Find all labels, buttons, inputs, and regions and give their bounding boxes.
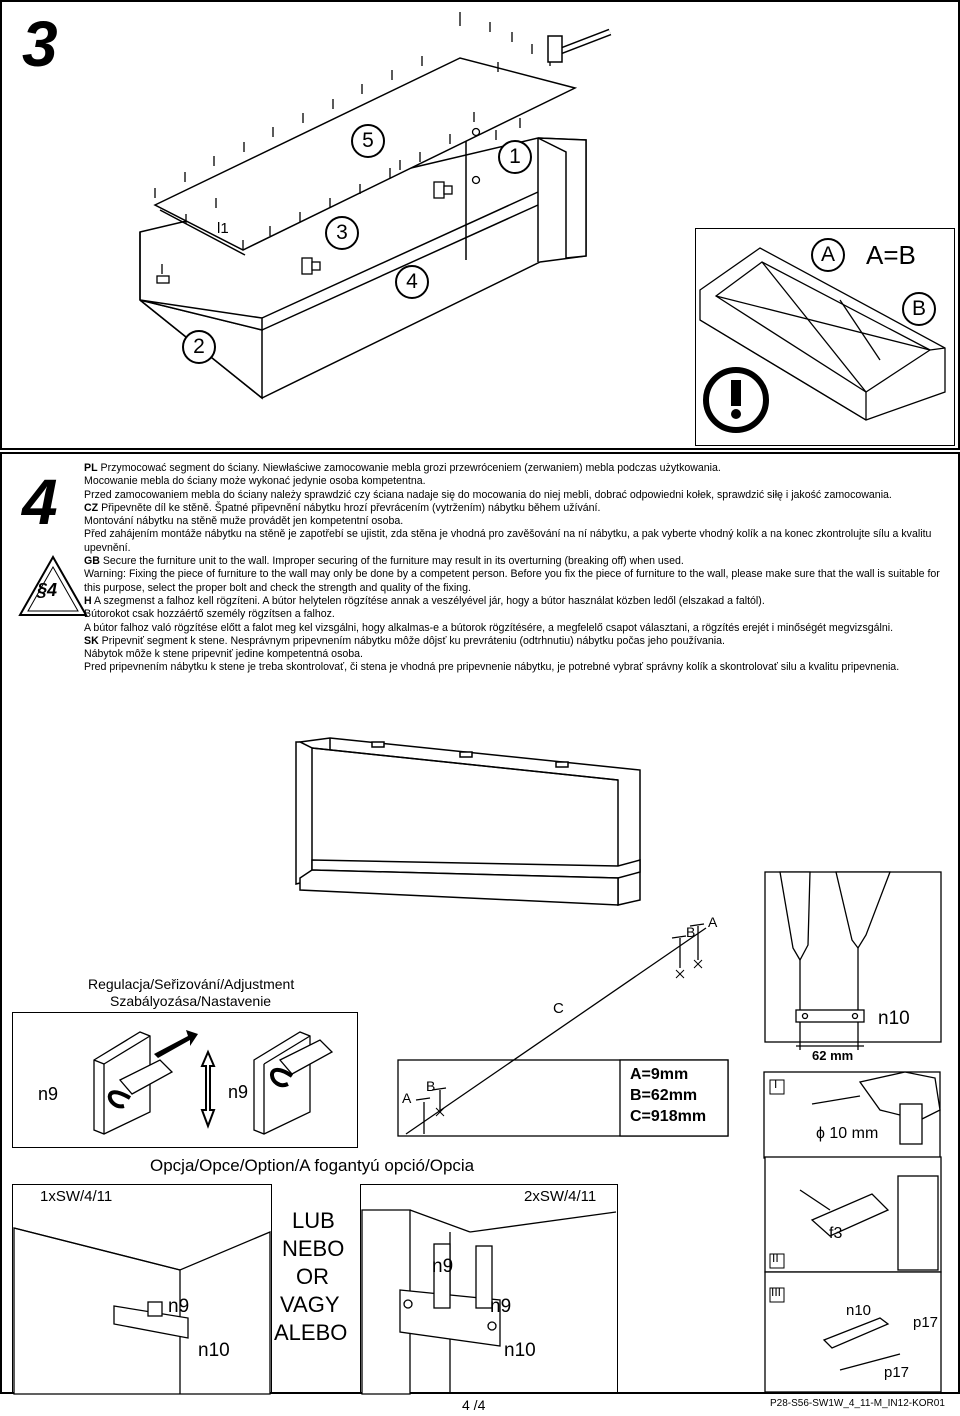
dim-label-b-bottom: B	[426, 1078, 436, 1094]
instructions-block: PL Przymocować segment do ściany. Niewła…	[84, 462, 944, 675]
dim-label-a-top: A	[708, 914, 718, 930]
text-pl-3: Przed zamocowaniem mebla do ściany należ…	[84, 488, 892, 501]
inset-label-a: A	[811, 238, 845, 272]
label-n10-wall: n10	[878, 1008, 910, 1029]
part-label-l1: l1	[217, 220, 229, 237]
or-word-4: VAGY	[280, 1292, 340, 1317]
warning-triangle-icon	[18, 554, 88, 616]
text-sk-1: Pripevniť segment k stene. Nesprávnym pr…	[101, 634, 725, 647]
inset-label-b: B	[902, 292, 936, 326]
text-sk-3: Pred pripevnením nábytku k stene je treb…	[84, 661, 900, 674]
step4-badge: §4	[37, 580, 58, 600]
step-roman-2: II	[772, 1251, 779, 1265]
dim-label-b-top: B	[686, 924, 696, 940]
label-n9-adjust-b: n9	[228, 1082, 249, 1102]
text-pl-1: Przymocować segment do ściany. Niewłaści…	[100, 462, 721, 474]
lang-h: H	[84, 594, 92, 607]
label-n9-opt-right-a: n9	[432, 1256, 454, 1277]
text-h-2: Bútorokot csak hozzáértő személy rögzíts…	[84, 608, 335, 621]
label-f3: f3	[829, 1225, 843, 1242]
dim-values-2: B=62mm	[630, 1087, 698, 1104]
or-word-1: LUB	[292, 1208, 335, 1233]
dim-label-a-bottom: A	[402, 1090, 412, 1106]
label-n9-opt-right-b: n9	[490, 1296, 512, 1317]
diagonal-check-inset	[695, 228, 955, 446]
adjustment-title-2: Szabályozása/Nastavenie	[110, 993, 272, 1009]
callout-5: 5	[351, 124, 385, 158]
option-right-code: 2xSW/4/11	[524, 1188, 597, 1205]
dim-values-3: C=918mm	[630, 1108, 707, 1125]
text-h-3: A bútor falhoz való rögzítése előtt a fa…	[84, 621, 894, 634]
step3-panel	[0, 0, 960, 450]
label-n9-adjust-a: n9	[38, 1084, 59, 1104]
lang-pl: PL	[84, 462, 98, 474]
dim-label-c: C	[553, 1000, 564, 1017]
option-left-code: 1xSW/4/11	[40, 1188, 113, 1205]
label-n10-screw: n10	[846, 1302, 872, 1319]
document-code: P28-S56-SW1W_4_11-M_IN12-KOR01	[770, 1398, 945, 1409]
step-roman-3: III	[771, 1285, 782, 1299]
inset-equation: A=B	[866, 240, 916, 270]
label-p17-b: p17	[884, 1364, 910, 1381]
lang-cz: CZ	[84, 501, 99, 514]
lang-sk: SK	[84, 634, 99, 647]
callout-3: 3	[325, 216, 359, 250]
option-right-box	[360, 1184, 618, 1394]
label-p17-a: p17	[913, 1314, 939, 1331]
label-n10-opt-right: n10	[504, 1340, 536, 1361]
text-cz-1: Připevněte díl ke stěně. Špatné připevně…	[101, 501, 601, 514]
or-word-3: OR	[296, 1264, 329, 1289]
callout-1: 1	[498, 140, 532, 174]
or-word-2: NEBO	[282, 1236, 345, 1261]
or-word-5: ALEBO	[274, 1320, 348, 1345]
step3-number: 3	[22, 8, 58, 80]
callout-2: 2	[182, 330, 216, 364]
text-gb-2: Warning: Fixing the piece of furniture t…	[84, 568, 940, 594]
adjustment-box	[12, 1012, 358, 1148]
page-number: 4 /4	[462, 1397, 486, 1413]
drill-diameter: ϕ 10 mm	[816, 1125, 879, 1142]
text-cz-2: Montování nábytku na stěně muže provádět…	[84, 515, 404, 528]
text-gb-1: Secure the furniture unit to the wall. I…	[102, 555, 684, 568]
option-title: Opcja/Opce/Option/A fogantyú opció/Opcia	[150, 1156, 475, 1175]
adjustment-title-1: Regulacja/Seřizování/Adjustment	[88, 976, 295, 992]
step4-number: 4	[22, 466, 58, 538]
text-h-1: A szegmenst a falhoz kell rögzíteni. A b…	[94, 594, 765, 607]
option-left-box	[12, 1184, 272, 1394]
label-62mm: 62 mm	[812, 1048, 854, 1063]
text-pl-2: Mocowanie mebla do ściany może wykonać j…	[84, 475, 426, 488]
label-n9-opt-left: n9	[168, 1296, 190, 1317]
diagonal-check-drawing	[699, 247, 946, 433]
dim-values-1: A=9mm	[630, 1066, 689, 1083]
text-cz-3: Před zahájením montáže nábytku na stěně …	[84, 528, 932, 554]
step4-panel	[0, 452, 960, 1394]
callout-4: 4	[395, 265, 429, 299]
label-n10-opt-left: n10	[198, 1340, 230, 1361]
step-roman-1: I	[774, 1077, 778, 1091]
lang-gb: GB	[84, 555, 100, 568]
text-sk-2: Nábytok môže k stene pripevniť jedine ko…	[84, 648, 363, 661]
